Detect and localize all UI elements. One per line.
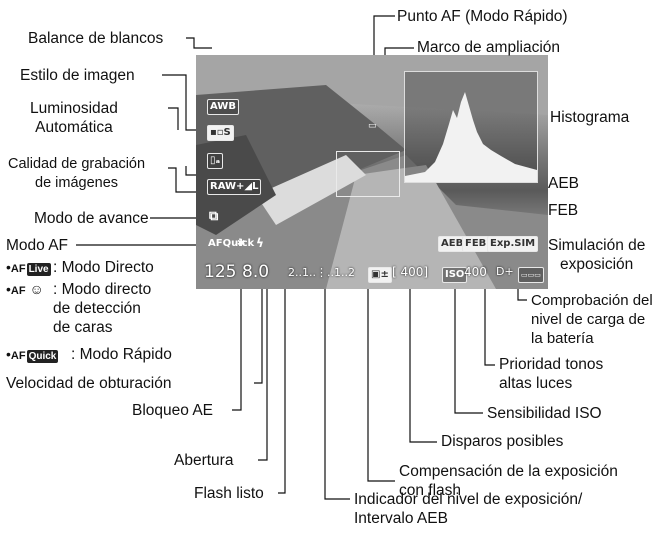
iso-value: 400 [464, 265, 487, 279]
shutter-speed-value: 125 [204, 262, 237, 282]
feb-icon: FEB [462, 236, 490, 252]
label-exposure-level: Indicador del nivel de exposición/ Inter… [354, 491, 583, 527]
label-ae-lock: Bloqueo AE [132, 402, 214, 419]
lcd-screen: AWB ▪▫S ▯ₐ RAW+◢L ⧉ AFQuick ✱ ϟ ▭ AEB FE… [196, 55, 548, 289]
histogram-graph [405, 92, 537, 182]
label-shutter-speed: Velocidad de obturación [6, 375, 172, 392]
flash-comp-icon: ▣± [368, 267, 392, 283]
drive-mode-icon: ⧉ [209, 209, 219, 224]
flash-ready-icon: ϟ [256, 236, 264, 250]
label-drive-mode: Modo de avance [34, 210, 149, 227]
wb-icon: AWB [207, 99, 239, 115]
label-iso-speed: Sensibilidad ISO [487, 405, 602, 422]
label-highlight-priority: Prioridad tonos altas luces [499, 356, 604, 392]
iso-icon: ISO [442, 267, 468, 283]
label-exposure-sim: Simulación de exposición [548, 237, 646, 273]
label-feb: FEB [548, 202, 579, 219]
label-af-quick: : Modo Rápido [71, 346, 172, 363]
label-magnify-frame: Marco de ampliación [417, 39, 561, 56]
label-aeb: AEB [548, 175, 580, 192]
label-image-quality: Calidad de grabación de imágenes [8, 156, 146, 191]
label-flash-comp: Compensación de la exposición con flash [399, 463, 618, 499]
alo-icon: ▯ₐ [207, 153, 224, 169]
label-battery: Comprobación del nivel de carga de la ba… [531, 292, 653, 347]
label-picture-style: Estilo de imagen [20, 67, 135, 84]
label-white-balance: Balance de blancos [28, 30, 164, 47]
af-face-bullet: •AF ☺ [6, 281, 44, 297]
label-af-live: : Modo Directo [53, 259, 154, 276]
aperture-value: 8.0 [242, 262, 270, 282]
label-aperture: Abertura [174, 452, 234, 469]
label-flash-ready: Flash listo [194, 485, 264, 502]
af-point-icon: ▭ [368, 121, 377, 131]
exposure-level-scale: 2..1..⋮..1..2 [288, 266, 355, 279]
label-histogram: Histograma [550, 109, 630, 126]
highlight-priority-icon: D+ [496, 265, 514, 278]
shots-remaining: [ 400] [392, 265, 429, 279]
label-shots-remaining: Disparos posibles [441, 433, 564, 450]
landscape-photo [196, 55, 548, 289]
exposure-sim-icon: Exp.SIM [487, 236, 539, 252]
aeb-icon: AEB [438, 236, 467, 252]
magnify-frame [336, 151, 400, 197]
label-af-mode: Modo AF [6, 237, 69, 254]
picture-style-icon: ▪▫S [207, 125, 234, 141]
battery-icon: ▭▭▭ [518, 267, 544, 283]
af-mode-icon: AFQuick [208, 238, 255, 249]
label-af-point: Punto AF (Modo Rápido) [397, 8, 568, 25]
ae-lock-icon: ✱ [237, 238, 246, 249]
quality-icon: RAW+◢L [207, 179, 262, 195]
label-af-face: : Modo directo de detección de caras [53, 281, 152, 336]
label-auto-lighting: Luminosidad Automática [30, 100, 118, 136]
histogram-panel [404, 71, 538, 183]
